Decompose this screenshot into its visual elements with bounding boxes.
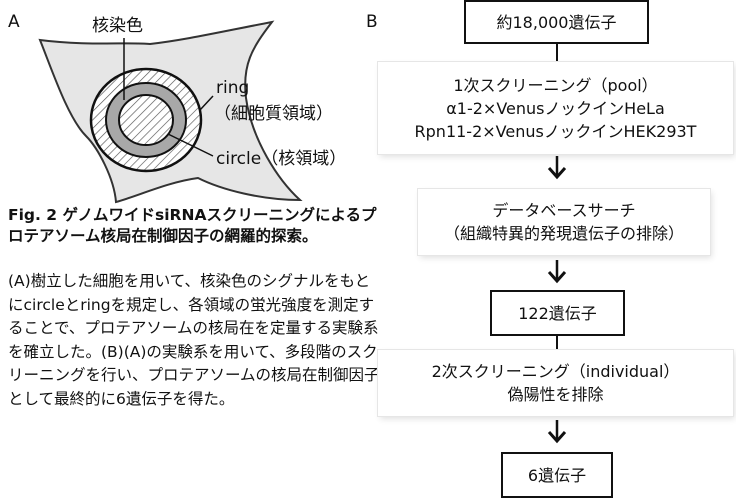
primary-screening-hela: α1-2×VenusノックインHeLa xyxy=(446,98,665,118)
down-arrow-icon xyxy=(547,420,567,444)
panel-a-label: A xyxy=(8,12,20,32)
ring-leader xyxy=(199,95,214,111)
step-primary-screening: 1次スクリーニング（pool） α1-2×VenusノックインHeLa Rpn1… xyxy=(378,62,733,154)
panel-b-label: B xyxy=(366,12,378,32)
primary-screening-hek: Rpn11-2×VenusノックインHEK293T xyxy=(414,121,697,141)
cell-diagram xyxy=(38,20,303,204)
step-database-search: データベースサーチ （組織特異的発現遺伝子の排除） xyxy=(418,189,710,255)
ring-sublabel: （細胞質領域） xyxy=(214,104,333,124)
step-gene-pool-text: 約18,000遺伝子 xyxy=(496,12,617,32)
down-arrow-icon xyxy=(547,156,567,180)
figure-title: Fig. 2 ゲノムワイドsiRNAスクリーニングによるプロテアソーム核局在制御… xyxy=(8,206,377,245)
connector-line xyxy=(556,336,558,350)
secondary-screening-title: 2次スクリーニング（individual） xyxy=(431,362,680,381)
nuclear-stain-label: 核染色 xyxy=(92,16,143,36)
circle-label: circle（核領域） xyxy=(216,149,347,169)
down-arrow-icon xyxy=(547,260,567,284)
step-gene-pool: 約18,000遺伝子 xyxy=(464,0,649,44)
step-122-genes-text: 122遺伝子 xyxy=(518,303,597,323)
primary-screening-title: 1次スクリーニング（pool） xyxy=(453,75,658,95)
circle-region xyxy=(118,94,174,146)
circle-leader xyxy=(167,133,214,157)
ring-label: ring xyxy=(216,78,250,98)
step-6-genes-text: 6遺伝子 xyxy=(527,465,587,485)
connector-line xyxy=(556,44,558,62)
database-search-note: （組織特異的発現遺伝子の排除） xyxy=(443,224,684,243)
database-search-title: データベースサーチ xyxy=(492,201,636,220)
figure-caption: (A)樹立した細胞を用いて、核染色のシグナルをもとにcircleとringを規定… xyxy=(8,272,380,408)
step-122-genes: 122遺伝子 xyxy=(490,290,625,336)
secondary-screening-note: 偽陽性を排除 xyxy=(507,385,604,404)
step-secondary-screening: 2次スクリーニング（individual） 偽陽性を排除 xyxy=(378,350,733,416)
step-6-genes: 6遺伝子 xyxy=(501,452,613,498)
